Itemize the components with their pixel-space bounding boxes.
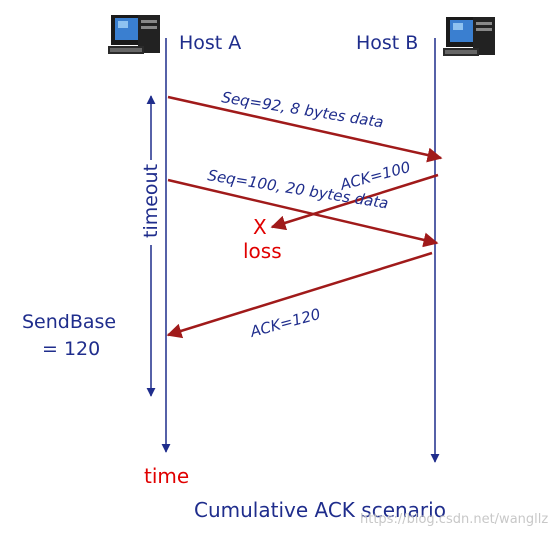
ack120-label: ACK=120 — [247, 305, 322, 341]
diagram-caption: Cumulative ACK scenario — [194, 498, 446, 522]
watermark: https://blog.csdn.net/wangllzhi3733 — [360, 512, 549, 527]
host-a-label: Host A — [179, 32, 241, 54]
timeout-label: timeout — [140, 164, 162, 238]
seq92-label: Seq=92, 8 bytes data — [220, 88, 384, 131]
sendbase-label-line1: SendBase — [22, 311, 116, 333]
seq100-arrow — [167, 178, 439, 248]
seq92-arrow — [167, 95, 443, 163]
loss-mark: X — [253, 215, 267, 239]
loss-label: loss — [243, 239, 282, 263]
host-b-label: Host B — [356, 32, 418, 54]
computer-icon-host-b — [443, 17, 495, 56]
sendbase-label-line2: = 120 — [42, 338, 100, 360]
computer-icon-host-a — [108, 15, 160, 54]
ack120-arrow — [166, 251, 433, 339]
time-label: time — [144, 464, 189, 488]
ack100-arrow — [270, 173, 439, 231]
